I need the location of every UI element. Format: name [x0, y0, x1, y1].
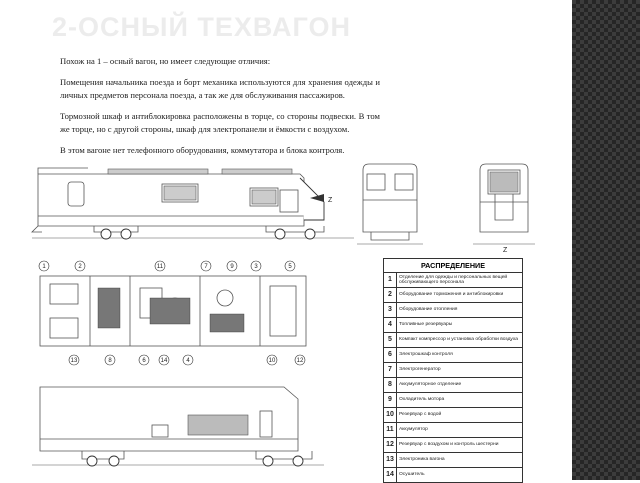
row-number: 12 — [383, 437, 397, 453]
row-text: Резервуар с воздухом и контроль шестерни — [396, 437, 523, 453]
row-text: Охладитель мотора — [396, 392, 523, 408]
callout-label: 2 — [78, 264, 82, 270]
side-view-drawing: Z — [31, 167, 354, 240]
callout-label: 13 — [71, 358, 78, 364]
paragraph: Помещения начальника поезда и борт механ… — [60, 76, 380, 101]
row-number: 11 — [383, 422, 397, 438]
row-number: 6 — [383, 347, 397, 363]
row-number: 1 — [383, 272, 397, 288]
row-text: Резервуар с водой — [396, 407, 523, 423]
callout-label: 5 — [288, 264, 292, 270]
row-text: Топливные резервуары — [396, 317, 523, 333]
row-number: 7 — [383, 362, 397, 378]
side-view-marker: Z — [328, 197, 333, 204]
paragraph: В этом вагоне нет телефонного оборудован… — [60, 144, 345, 155]
row-text: Аккумуляторное отделение — [396, 377, 523, 393]
row-text: Электроника вагона — [396, 452, 523, 468]
row-text: Осушитель — [396, 467, 523, 483]
callout-label: 1 — [42, 264, 46, 270]
callout-label: 9 — [230, 264, 234, 270]
callout-label: 3 — [254, 264, 258, 270]
paragraph: Тормозной шкаф и антиблокировка располож… — [60, 110, 380, 135]
row-number: 14 — [383, 467, 397, 483]
body-text: Похож на 1 – осный вагон, но имеет следу… — [60, 55, 380, 165]
callout-label: 12 — [297, 358, 304, 364]
row-text: Электрогенератор — [396, 362, 523, 378]
callout-label: 11 — [157, 264, 164, 270]
callout-label: 10 — [269, 358, 276, 364]
slide: 2-ОСНЫЙ ТЕХВАГОН Похож на 1 – осный ваго… — [31, 12, 535, 483]
row-number: 10 — [383, 407, 397, 423]
row-number: 9 — [383, 392, 397, 408]
callout-label: 6 — [142, 358, 146, 364]
plan-view-drawing: 1 2 11 7 9 3 5 13 8 6 14 4 10 12 — [38, 260, 307, 366]
callout-label: 8 — [108, 358, 112, 364]
callout-label: 7 — [204, 264, 208, 270]
row-number: 2 — [383, 287, 397, 303]
row-number: 5 — [383, 332, 397, 348]
lower-side-view-drawing — [32, 386, 324, 467]
callout-label: 14 — [161, 358, 168, 364]
row-text: Компакт компрессор и установка обработки… — [396, 332, 523, 348]
row-number: 13 — [383, 452, 397, 468]
callout-label: 4 — [186, 358, 190, 364]
end-view-drawings: Z — [357, 163, 535, 254]
row-number: 3 — [383, 302, 397, 318]
end-view-marker: Z — [503, 247, 508, 254]
row-text: Электрошкаф контроля — [396, 347, 523, 363]
row-text: Оборудование торможения и антиблокировки — [396, 287, 523, 303]
slide-title: 2-ОСНЫЙ ТЕХВАГОН — [52, 12, 351, 42]
paragraph: Похож на 1 – осный вагон, но имеет следу… — [60, 56, 271, 66]
row-text: Аккумулятор — [396, 422, 523, 438]
row-text: Отделение для одежды и персональных веще… — [396, 272, 523, 288]
row-number: 8 — [383, 377, 397, 393]
row-text: Оборудование отопления — [396, 302, 523, 318]
decorative-sidebar-pattern — [572, 0, 640, 480]
table-title: РАСПРЕДЕЛЕНИЕ — [383, 258, 523, 273]
row-number: 4 — [383, 317, 397, 333]
